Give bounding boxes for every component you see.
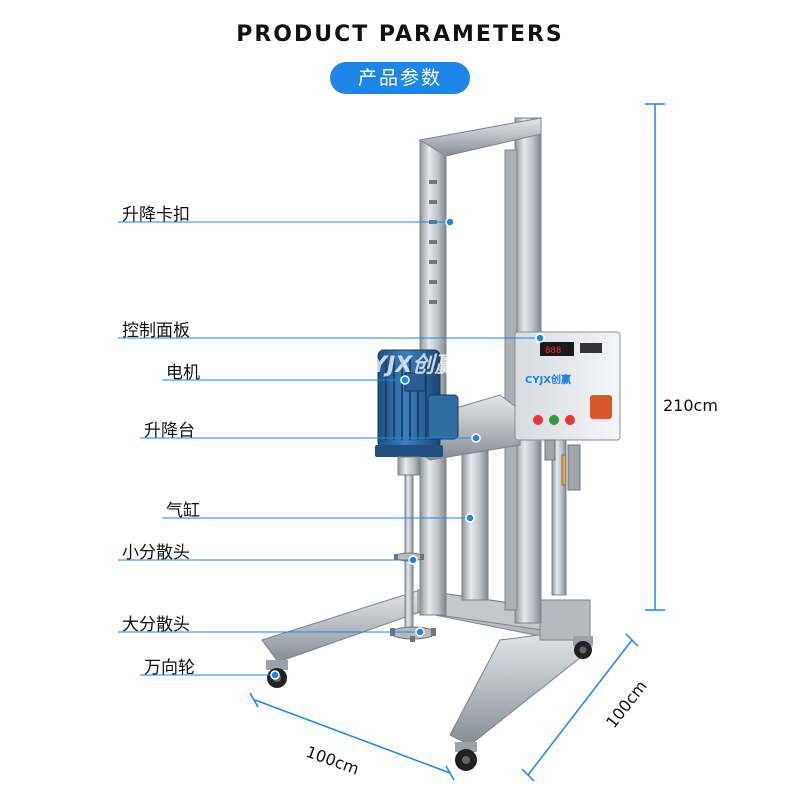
- label-control-panel: 控制面板: [122, 321, 190, 341]
- page-title: PRODUCT PARAMETERS: [236, 22, 564, 47]
- panel-logo: CYJX创赢: [525, 373, 571, 386]
- subtitle-badge: 产品参数: [330, 62, 470, 94]
- large-disperser-head: [390, 626, 436, 642]
- label-cylinder: 气缸: [166, 501, 200, 521]
- callout-lines: [118, 221, 540, 676]
- motor-body: [375, 349, 459, 457]
- label-large-disperser: 大分散头: [122, 615, 190, 635]
- label-small-disperser: 小分散头: [122, 543, 190, 563]
- watermark-text: CYJX创赢: [355, 352, 460, 378]
- dimension-lines: [249, 103, 665, 782]
- callout-dots: [270, 217, 545, 680]
- label-caster: 万向轮: [144, 658, 195, 678]
- svg-text:888: 888: [545, 346, 561, 356]
- label-motor: 电机: [166, 363, 200, 383]
- label-lift-clip: 升降卡扣: [122, 205, 190, 225]
- control-panel-box: 888 CYJX创赢: [514, 331, 621, 441]
- label-lift-platform: 升降台: [144, 421, 195, 441]
- dimension-height: 210cm: [663, 396, 718, 415]
